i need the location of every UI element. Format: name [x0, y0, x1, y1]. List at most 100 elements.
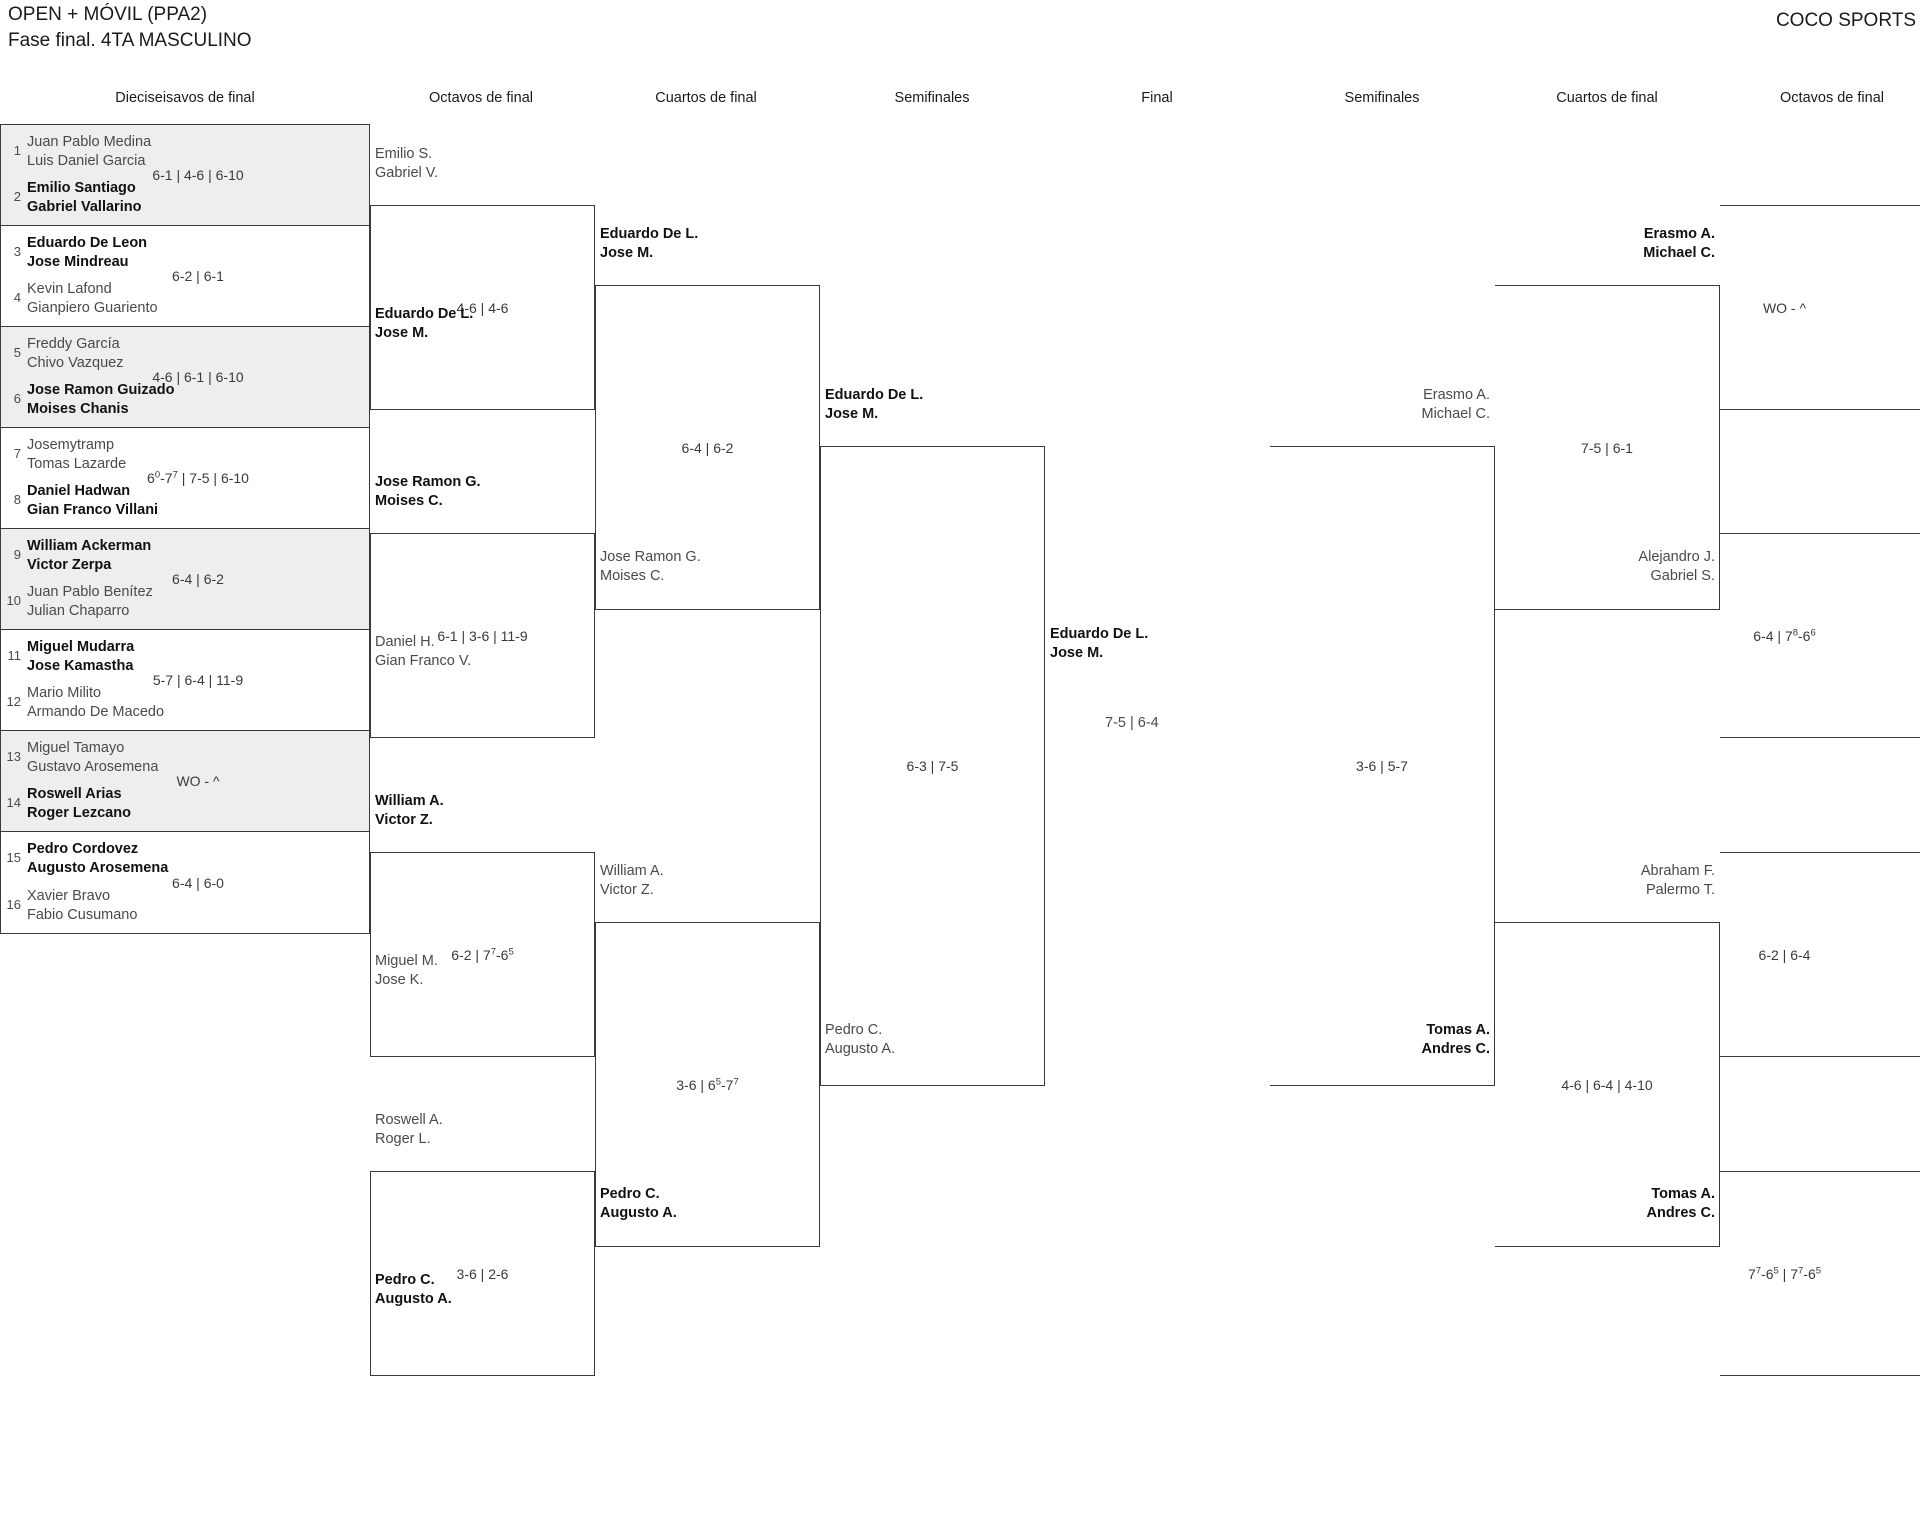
cuartos-left-team-top[interactable]: Eduardo De L.Jose M. — [600, 226, 699, 261]
match-score: 5-7 | 6-4 | 11-9 — [152, 672, 244, 688]
match-score: 7-5 | 6-1 — [1581, 439, 1633, 456]
cuartos-right-team-bottom[interactable]: Tomas A.Andres C. — [1646, 1186, 1716, 1221]
octavos-right-match[interactable]: 77-65 | 77-65 — [1720, 1171, 1920, 1376]
match-score: 3-6 | 2-6 — [456, 1265, 509, 1282]
octavos-left-team-bottom[interactable]: Eduardo De L.Jose M. — [375, 306, 474, 341]
match-score: 4-6 | 4-6 — [456, 299, 509, 316]
round-header-3: Semifinales — [894, 90, 970, 106]
cuartos-right-match[interactable]: 7-5 | 6-1 — [1495, 285, 1720, 610]
seed-number: 14 — [6, 795, 21, 810]
octavos-left-team-top[interactable]: Jose Ramon G.Moises C. — [375, 474, 481, 509]
semis-right-team-top[interactable]: Erasmo A.Michael C. — [1421, 387, 1491, 422]
seed-number: 11 — [7, 648, 22, 663]
cuartos-right-team-top[interactable]: Abraham F.Palermo T. — [1640, 863, 1715, 898]
match-score: 6-2 | 6-1 — [172, 268, 224, 284]
octavos-left-team-top[interactable]: William A.Victor Z. — [375, 793, 444, 828]
octavos-left-match[interactable]: 6-1 | 3-6 | 11-9 — [370, 533, 595, 738]
seed-number: 7 — [13, 446, 21, 461]
semis-left-match[interactable]: 6-3 | 7-5 — [820, 446, 1045, 1086]
seed-number: 9 — [13, 547, 21, 562]
octavos-left-team-bottom[interactable]: Miguel M.Jose K. — [375, 953, 438, 988]
seed-number: 3 — [13, 244, 21, 259]
octavos-left-team-top[interactable]: Emilio S.Gabriel V. — [375, 146, 439, 181]
seed-number: 1 — [13, 143, 21, 158]
round-header-2: Cuartos de final — [655, 90, 757, 106]
cuartos-left-match[interactable]: 3-6 | 65-77 — [595, 922, 820, 1247]
round-header-4: Final — [1141, 90, 1173, 106]
octavos-left-match[interactable]: 3-6 | 2-6 — [370, 1171, 595, 1376]
cuartos-right-match[interactable]: 4-6 | 6-4 | 4-10 — [1495, 922, 1720, 1247]
semis-right-match[interactable]: 3-6 | 5-7 — [1270, 446, 1495, 1086]
seed-number: 10 — [6, 593, 21, 608]
round-header-1: Octavos de final — [429, 90, 533, 106]
semis-right-team-bottom[interactable]: Tomas A.Andres C. — [1421, 1022, 1491, 1057]
octavos-left-team-bottom[interactable]: Daniel H.Gian Franco V. — [375, 634, 472, 669]
octavos-left-team-bottom[interactable]: Pedro C.Augusto A. — [375, 1272, 452, 1307]
octavos-left-match[interactable]: 4-6 | 4-6 — [370, 205, 595, 410]
cuartos-left-team-top[interactable]: William A.Victor Z. — [600, 863, 664, 898]
match-score: 4-6 | 6-4 | 4-10 — [1561, 1076, 1653, 1093]
cuartos-left-team-bottom[interactable]: Pedro C.Augusto A. — [600, 1186, 677, 1221]
octavos-left-team-top[interactable]: Roswell A.Roger L. — [375, 1112, 443, 1147]
octavos-right-match[interactable]: 6-4 | 78-66 — [1720, 533, 1920, 738]
semis-left-team-top[interactable]: Eduardo De L.Jose M. — [825, 387, 924, 422]
seed-number: 2 — [13, 189, 21, 204]
cuartos-right-team-bottom[interactable]: Alejandro J.Gabriel S. — [1638, 549, 1715, 584]
match-score: 6-4 | 6-2 — [172, 571, 224, 587]
seed-number: 16 — [6, 897, 21, 912]
match-score: 6-4 | 78-66 — [1753, 626, 1816, 644]
tournament-title-line2: Fase final. 4TA MASCULINO — [8, 30, 252, 51]
octavos-right-match[interactable]: WO - ^ — [1720, 205, 1920, 410]
round-header-5: Semifinales — [1344, 90, 1420, 106]
cuartos-left-team-bottom[interactable]: Jose Ramon G.Moises C. — [600, 549, 701, 584]
match-score: 6-1 | 3-6 | 11-9 — [437, 627, 528, 644]
octavos-left-match[interactable]: 6-2 | 77-65 — [370, 852, 595, 1057]
match-score: 4-6 | 6-1 | 6-10 — [152, 369, 244, 385]
seed-number: 12 — [6, 694, 21, 709]
octavos-right-match[interactable]: 6-2 | 6-4 — [1720, 852, 1920, 1057]
final-champion[interactable]: Eduardo De L.Jose M. — [1050, 626, 1149, 661]
semis-left-team-bottom[interactable]: Pedro C.Augusto A. — [825, 1022, 896, 1057]
cuartos-left-match[interactable]: 6-4 | 6-2 — [595, 285, 820, 610]
seed-number: 4 — [13, 290, 21, 305]
cuartos-right-team-top[interactable]: Erasmo A.Michael C. — [1643, 226, 1715, 261]
seed-number: 6 — [13, 391, 21, 406]
seed-number: 5 — [13, 345, 21, 360]
